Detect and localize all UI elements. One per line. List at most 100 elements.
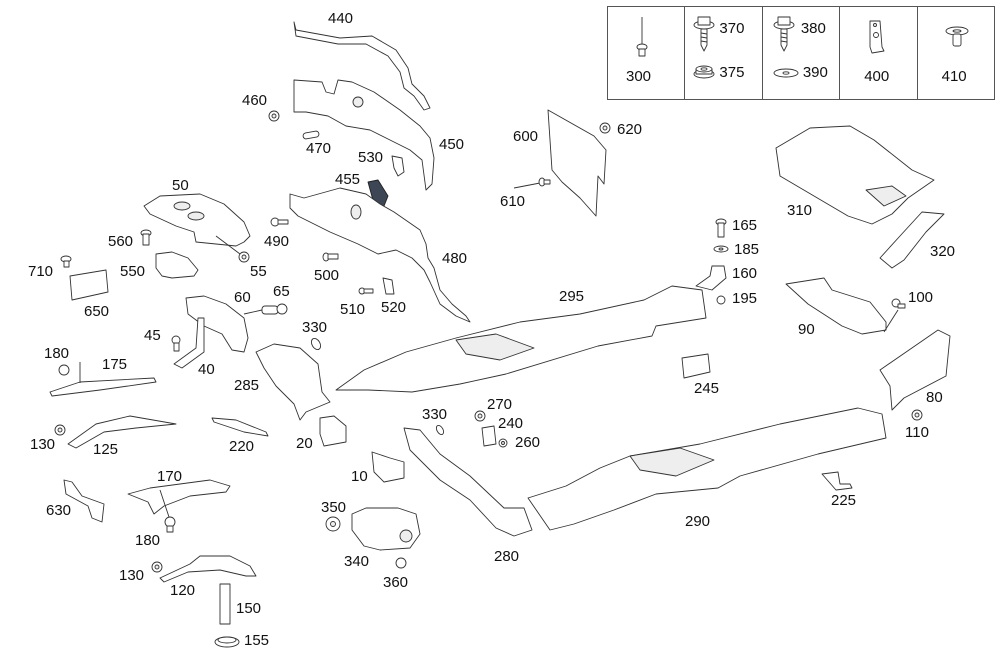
callout-225[interactable]: 225 <box>831 492 857 509</box>
part-150-strap[interactable] <box>219 583 231 625</box>
part-155-clamp[interactable] <box>214 636 240 648</box>
callout-285[interactable]: 285 <box>234 377 260 394</box>
part-460-nut[interactable] <box>268 110 280 122</box>
part-550-bracket[interactable] <box>155 251 199 279</box>
callout-290[interactable]: 290 <box>685 513 711 530</box>
part-350-washer[interactable] <box>325 516 341 532</box>
legend-cell-370-375[interactable]: 370 375 <box>684 7 761 99</box>
callout-600[interactable]: 600 <box>513 128 539 145</box>
callout-245[interactable]: 245 <box>694 380 720 397</box>
callout-610[interactable]: 610 <box>500 193 526 210</box>
callout-320[interactable]: 320 <box>930 243 956 260</box>
callout-295[interactable]: 295 <box>559 288 585 305</box>
callout-100[interactable]: 100 <box>908 289 934 306</box>
callout-560[interactable]: 560 <box>108 233 134 250</box>
part-130-nut-upper[interactable] <box>54 424 66 436</box>
callout-90[interactable]: 90 <box>798 321 815 338</box>
callout-490[interactable]: 490 <box>264 233 290 250</box>
part-240-plate[interactable] <box>481 425 497 447</box>
callout-180-upper[interactable]: 180 <box>44 345 70 362</box>
callout-630[interactable]: 630 <box>46 502 72 519</box>
part-180-nut-upper[interactable] <box>58 364 70 376</box>
callout-185[interactable]: 185 <box>734 241 760 258</box>
part-500-screw[interactable] <box>322 252 339 262</box>
part-65-bolt[interactable] <box>261 303 288 315</box>
callout-150[interactable]: 150 <box>236 600 262 617</box>
part-330-washer-upper[interactable] <box>310 337 323 351</box>
part-290-heatshield[interactable] <box>527 407 887 531</box>
callout-450[interactable]: 450 <box>439 136 465 153</box>
part-20-bracket[interactable] <box>319 415 347 447</box>
callout-175[interactable]: 175 <box>102 356 128 373</box>
part-170-bracket[interactable] <box>127 479 231 515</box>
callout-340[interactable]: 340 <box>344 553 370 570</box>
part-185-washer[interactable] <box>713 245 729 253</box>
part-360-bolt[interactable] <box>395 557 407 569</box>
callout-155[interactable]: 155 <box>244 632 270 649</box>
part-610-screw[interactable] <box>538 177 551 187</box>
part-470-pin[interactable] <box>302 130 320 140</box>
part-620-nut[interactable] <box>599 122 611 134</box>
part-180-bolt-lower[interactable] <box>164 516 176 533</box>
part-130-nut-lower[interactable] <box>151 561 163 573</box>
callout-60[interactable]: 60 <box>234 289 251 306</box>
callout-500[interactable]: 500 <box>314 267 340 284</box>
part-175-trim[interactable] <box>49 377 157 397</box>
callout-470[interactable]: 470 <box>306 140 332 157</box>
part-320-strap[interactable] <box>879 211 945 269</box>
callout-45[interactable]: 45 <box>144 327 161 344</box>
callout-130-lower[interactable]: 130 <box>119 567 145 584</box>
legend-cell-380-390[interactable]: 380 390 <box>761 7 839 99</box>
part-480-panel[interactable] <box>289 187 471 323</box>
part-650-plate[interactable] <box>69 269 109 301</box>
part-710-rivet[interactable] <box>60 255 72 268</box>
callout-260[interactable]: 260 <box>515 434 541 451</box>
part-600-flap[interactable] <box>547 109 607 217</box>
callout-550[interactable]: 550 <box>120 263 146 280</box>
callout-160[interactable]: 160 <box>732 265 758 282</box>
part-280-shield[interactable] <box>403 427 533 537</box>
part-55-screw[interactable] <box>238 251 250 263</box>
part-340-actuator[interactable] <box>351 507 421 551</box>
part-520-clip[interactable] <box>382 277 395 295</box>
part-225-bracket[interactable] <box>821 471 853 491</box>
callout-480[interactable]: 480 <box>442 250 468 267</box>
legend-cell-300[interactable]: 300 <box>608 7 684 99</box>
callout-620[interactable]: 620 <box>617 121 643 138</box>
callout-330-lower[interactable]: 330 <box>422 406 448 423</box>
callout-240[interactable]: 240 <box>498 415 524 432</box>
callout-40[interactable]: 40 <box>198 361 215 378</box>
callout-110[interactable]: 110 <box>905 424 929 441</box>
callout-170[interactable]: 170 <box>157 468 183 485</box>
part-245-plate[interactable] <box>681 353 711 379</box>
part-260-washer[interactable] <box>498 438 508 448</box>
legend-cell-410[interactable]: 410 <box>916 7 994 99</box>
part-450-panel[interactable] <box>293 79 435 191</box>
callout-55[interactable]: 55 <box>250 263 267 280</box>
callout-460[interactable]: 460 <box>242 92 268 109</box>
callout-520[interactable]: 520 <box>381 299 407 316</box>
part-100-bolt[interactable] <box>891 298 906 309</box>
part-90-shield[interactable] <box>785 277 887 335</box>
part-560-bolt[interactable] <box>140 229 152 246</box>
part-330-washer-lower[interactable] <box>435 424 445 436</box>
part-285-shield[interactable] <box>255 343 331 421</box>
part-220-trim[interactable] <box>211 417 269 437</box>
part-165-bolt[interactable] <box>715 218 727 238</box>
part-195-nut[interactable] <box>716 295 726 305</box>
callout-710[interactable]: 710 <box>28 263 54 280</box>
part-490-screw[interactable] <box>270 217 289 227</box>
part-295-heatshield[interactable] <box>335 285 707 393</box>
callout-125[interactable]: 125 <box>93 441 119 458</box>
callout-530[interactable]: 530 <box>358 149 384 166</box>
callout-120[interactable]: 120 <box>170 582 196 599</box>
callout-440[interactable]: 440 <box>328 10 354 27</box>
callout-50[interactable]: 50 <box>172 177 189 194</box>
part-10-bracket[interactable] <box>371 451 405 483</box>
callout-10[interactable]: 10 <box>351 468 368 485</box>
callout-220[interactable]: 220 <box>229 438 255 455</box>
callout-330-upper[interactable]: 330 <box>302 319 328 336</box>
callout-270[interactable]: 270 <box>487 396 513 413</box>
callout-130-upper[interactable]: 130 <box>30 436 56 453</box>
legend-cell-400[interactable]: 400 <box>839 7 916 99</box>
